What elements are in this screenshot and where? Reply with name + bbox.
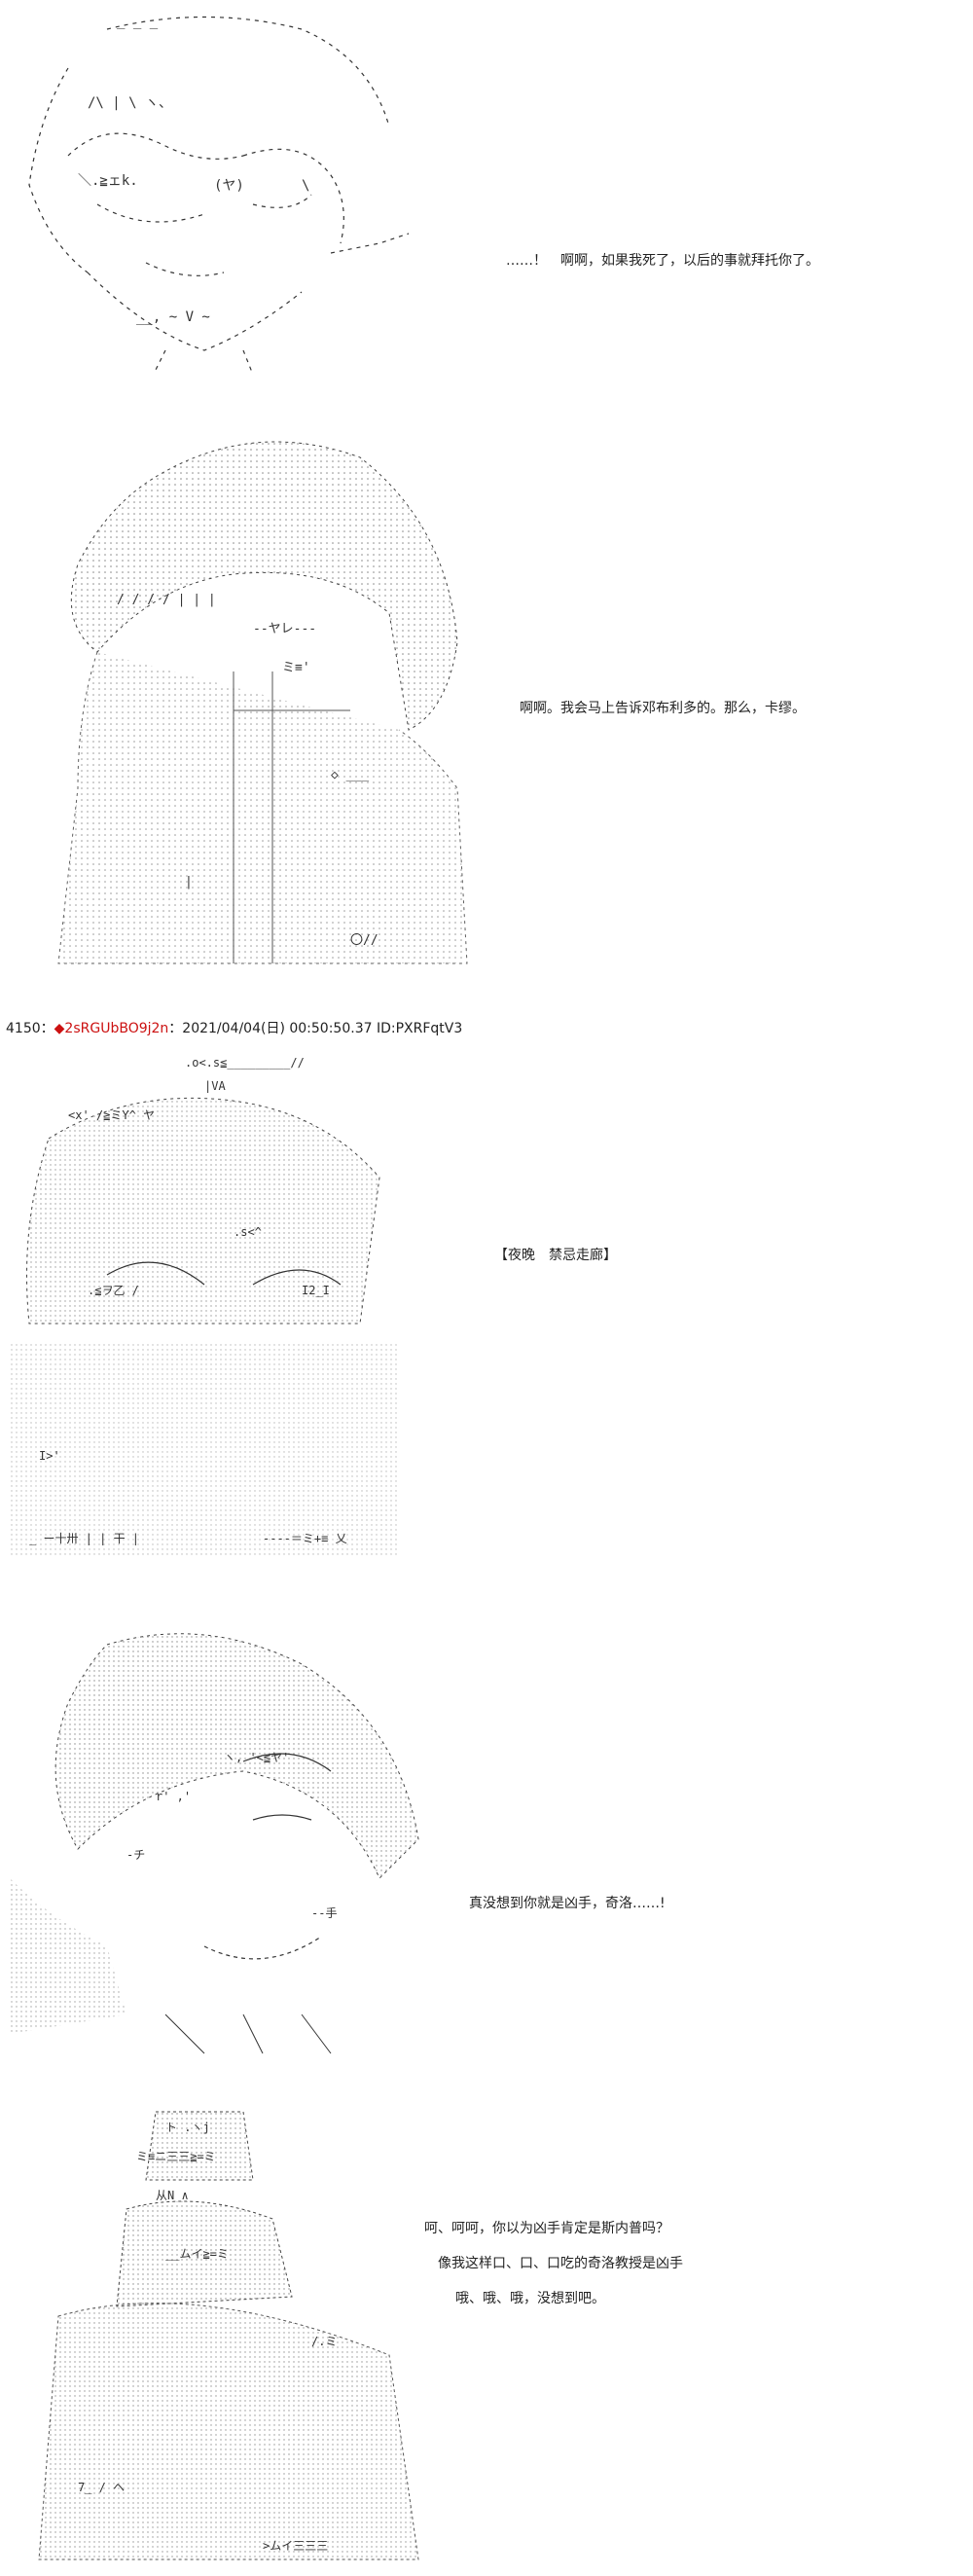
svg-text:ミ≡': ミ≡' [282,661,310,675]
svg-text:_ ー十卅 | | 干 |: _ ー十卅 | | 干 | [29,1532,139,1545]
svg-text:>ムイ三三三: >ムイ三三三 [263,2539,328,2553]
smiling-character-art: ヽ, '<≦ヤ' r' ,' -チ --手 [10,1625,438,2063]
post-header: 4150：◆2sRGUbBO9j2n：2021/04/04(日) 00:50:5… [6,1020,462,1037]
svg-text:.o<.s≦_________//: .o<.s≦_________// [185,1056,305,1070]
speech-line: 呵、呵呵，你以为凶手肯定是斯内普吗？ [424,2221,669,2236]
svg-text:I2_I: I2_I [302,1284,330,1297]
speech-line: 啊啊。我会马上告诉邓布利多的。那么，卡缪。 [520,701,806,716]
ascii-art-figure-1: _ _ _ /\ | \ ヽ、 ＼.≧ェk. \ (ヤ) __, ~ V ~ [28,14,410,376]
panel-5: ト .ヽj ミ≡ニ三三≧=ミ 从N ∧ __ムイ≧=ミ /.ミ 7_ / ヘ >… [0,2073,973,2576]
date-separator: ： [168,1021,183,1036]
ascii-art-figure-5: ト .ヽj ミ≡ニ三三≧=ミ 从N ∧ __ムイ≧=ミ /.ミ 7_ / ヘ >… [38,2111,419,2560]
svg-text:|VA: |VA [204,1079,226,1093]
svg-text:〇//: 〇// [350,933,378,948]
short-haired-character-art: _ _ _ /\ | \ ヽ、 ＼.≧ェk. \ (ヤ) __, ~ V ~ [10,10,438,380]
svg-text:--手: --手 [311,1906,337,1920]
svg-text:＼.≧ェk.: ＼.≧ェk. [78,173,138,189]
svg-text:ト .ヽj: ト .ヽj [165,2121,210,2134]
tripcode[interactable]: 2sRGUbBO9j2n [64,1021,169,1036]
post-datetime: 2021/04/04(日) 00:50:50.37 [182,1021,373,1036]
svg-text:.≦ヲ乙 /: .≦ヲ乙 / [88,1284,139,1297]
panel-4: ヽ, '<≦ヤ' r' ,' -チ --手 真没想到你就是凶手，奇洛……! [0,1586,973,2073]
svg-text:--ヤレ---: --ヤレ--- [253,622,316,636]
svg-text:◇ ___: ◇ ___ [331,768,369,782]
svg-text:7_ / ヘ: 7_ / ヘ [78,2481,125,2494]
svg-text:----＝ミ+≡ 乂: ----＝ミ+≡ 乂 [263,1532,347,1545]
speech-line: 真没想到你就是凶手，奇洛……! [469,1896,666,1911]
crowd-scene-art: .o<.s≦_________// |VA <x' /≧ミY^ ヤ .s<^ .… [10,1051,399,1577]
svg-text:.s<^: .s<^ [234,1225,262,1239]
svg-text:_ _ _: _ _ _ [117,14,159,29]
svg-text:Ι>': Ι>' [39,1449,60,1463]
speech-line: 哦、哦、哦，没想到吧。 [455,2291,605,2306]
panel-2: / / / / | | | --ヤレ--- ミ≡' ◇ ___ | 〇// 啊啊… [0,380,973,1002]
svg-text:(ヤ): (ヤ) [214,178,244,194]
turbaned-character-art: ト .ヽj ミ≡ニ三三≧=ミ 从N ∧ __ムイ≧=ミ /.ミ 7_ / ヘ >… [19,2102,428,2569]
post-number: 4150 [6,1021,41,1036]
svg-text:ミ≡ニ三三≧=ミ: ミ≡ニ三三≧=ミ [136,2150,216,2163]
svg-text:<x' /≧ミY^ ヤ: <x' /≧ミY^ ヤ [68,1108,155,1122]
ascii-art-figure-2: / / / / | | | --ヤレ--- ミ≡' ◇ ___ | 〇// [57,441,468,964]
svg-text:|: | [185,875,193,889]
speech-line: 【夜晚 禁忌走廊】 [494,1248,617,1263]
svg-text:__ムイ≧=ミ: __ムイ≧=ミ [165,2247,229,2261]
speech-line: 像我这样口、口、口吃的奇洛教授是凶手 [438,2256,683,2271]
tripcode-diamond-icon: ◆ [54,1021,65,1036]
post-number-separator: ： [40,1021,54,1036]
shadowed-character-art: / / / / | | | --ヤレ--- ミ≡' ◇ ___ | 〇// [39,418,477,993]
svg-text:ヽ, '<≦ヤ': ヽ, '<≦ヤ' [224,1751,289,1764]
ascii-art-figure-3: .o<.s≦_________// |VA <x' /≧ミY^ ヤ .s<^ .… [10,1056,399,1557]
panel-1: _ _ _ /\ | \ ヽ、 ＼.≧ェk. \ (ヤ) __, ~ V ~ …… [0,0,973,380]
speech-line: ……！ 啊啊，如果我死了，以后的事就拜托你了。 [506,253,819,269]
ascii-art-figure-4: ヽ, '<≦ヤ' r' ,' -チ --手 [10,1633,419,2054]
svg-text:/\ | \ ヽ、: /\ | \ ヽ、 [88,95,172,111]
panel-3: .o<.s≦_________// |VA <x' /≧ミY^ ヤ .s<^ .… [0,1041,973,1586]
svg-text:\: \ [302,178,309,194]
svg-text:从N ∧: 从N ∧ [156,2189,189,2202]
svg-text:r' ,': r' ,' [156,1790,191,1803]
svg-text:-チ: -チ [126,1848,145,1862]
post-id: ID:PXRFqtV3 [376,1021,463,1036]
svg-text:__, ~ V ~: __, ~ V ~ [136,309,210,325]
svg-text:/ / / / | | |: / / / / | | | [117,593,216,607]
svg-text:/.ミ: /.ミ [311,2335,337,2348]
